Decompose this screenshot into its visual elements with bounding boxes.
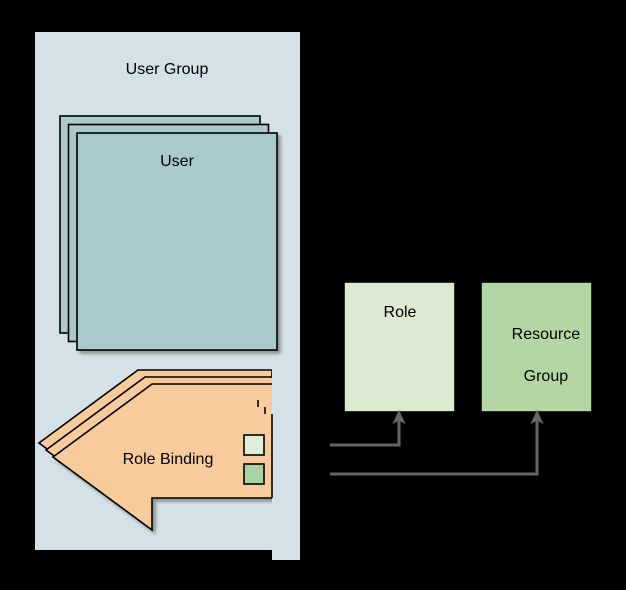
user-stack[interactable] [59, 115, 278, 351]
connector-rolebinding-to-resource-group [263, 409, 544, 476]
role-binding-stack[interactable] [37, 369, 287, 532]
panel-right-mask [272, 360, 300, 560]
user-card-front[interactable] [76, 132, 278, 351]
arrowhead-resource-group [530, 409, 544, 425]
role-box[interactable] [343, 281, 456, 413]
port-role[interactable] [243, 434, 265, 456]
resource-group-box[interactable] [480, 281, 593, 413]
port-resource-group[interactable] [243, 463, 265, 485]
arrowhead-role [392, 409, 406, 425]
canvas-right-mask [300, 360, 330, 560]
